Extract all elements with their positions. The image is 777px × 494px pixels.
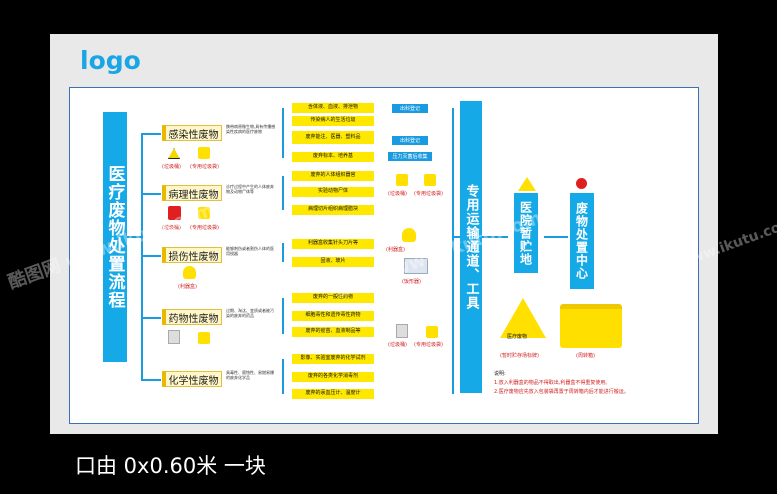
item-trunk	[282, 108, 284, 158]
right-trunk	[452, 108, 454, 394]
waste-item: 病理切片组织病理腊块	[292, 205, 374, 215]
item-label: (利器盒)	[178, 284, 197, 290]
note-line: 1.放入利器盒的物品不得取出,利器盒不得重复使用。	[494, 380, 611, 386]
left-connector	[127, 236, 141, 238]
arrow-to-storage	[482, 236, 508, 238]
item-label: (专用垃圾袋)	[414, 191, 443, 197]
right-connector	[452, 236, 460, 238]
waste-item: 细胞毒性和遗传毒性药物	[292, 311, 374, 321]
branch-line	[141, 255, 161, 257]
waste-item: 利器盒收集针头刀片等	[292, 239, 374, 249]
yellow-bag-icon	[426, 326, 438, 338]
white-bin-icon	[396, 324, 408, 338]
category-desc: 携带病原微生物,具有传播感染性疾病的医疗废物	[226, 124, 276, 135]
left-trunk	[141, 133, 143, 381]
action-badge: 压力灭菌后收集	[388, 152, 432, 161]
arrow-to-disposal	[544, 236, 568, 238]
note-line: 2.医疗废物应先放入包装袋再置于周转箱内后才能进行搬运。	[494, 389, 629, 395]
category-desc: 诊疗过程中产生的人体废弃物及动物尸体等	[226, 184, 274, 195]
sharps-box-icon	[183, 266, 196, 279]
item-label: (专用垃圾袋)	[190, 164, 219, 170]
item-label: (利器盒)	[386, 247, 405, 253]
sign-label: (暂时贮存场标牌)	[500, 353, 539, 359]
waste-item: 影像、实验室废弃的化学试剂	[292, 354, 374, 364]
item-label: (垃圾桶)	[162, 164, 181, 170]
item-label: (专用垃圾袋)	[414, 342, 443, 348]
item-label: (垃圾桶)	[388, 191, 407, 197]
category-pharmaceutical: 药物性废物	[162, 309, 222, 325]
yellow-bag-icon	[424, 174, 436, 186]
red-bin-icon	[168, 206, 181, 220]
waste-item: 废弃的一般性药物	[292, 293, 374, 303]
category-infectious: 感染性废物	[162, 125, 222, 141]
branch-line	[141, 379, 161, 381]
yellow-bin-icon	[396, 174, 408, 186]
sign-text: 医疗废物	[507, 334, 528, 340]
yellow-bag-icon	[198, 332, 210, 344]
action-badge: 出科登记	[392, 104, 428, 113]
size-caption: 口由 0x0.60米 一块	[75, 454, 266, 478]
flow-title: 医疗废物处置流程	[103, 112, 127, 362]
waste-item: 废弃能注、医器、塑料品	[292, 131, 374, 144]
waste-item: 传染病人的生活垃圾	[292, 116, 374, 126]
transport-column: 专用运输通道、工具	[460, 101, 482, 393]
biohazard-icon	[574, 176, 589, 191]
waste-item: 固液、玻片	[292, 257, 374, 267]
item-label: (饭形器)	[402, 279, 421, 285]
item-label: (专用垃圾袋)	[190, 225, 219, 231]
branch-line	[141, 193, 161, 195]
waste-item: 废弃的各类化学消毒剂	[292, 372, 374, 382]
category-desc: 具毒性、腐蚀性、易燃易爆的废弃化学品	[226, 370, 274, 381]
turnover-box-icon	[560, 304, 622, 348]
action-badge: 出科登记	[392, 136, 428, 145]
tray-icon	[404, 258, 428, 274]
branch-line	[141, 317, 161, 319]
logo: logo	[80, 46, 141, 75]
item-label: (垃圾桶)	[388, 342, 407, 348]
waste-item: 废弃的汞血压计、温度计	[292, 389, 374, 399]
waste-item: 废弃标本、培养基	[292, 152, 374, 162]
category-desc: 过期、淘汰、变质或者被污染的废弃的药品	[226, 308, 274, 319]
item-trunk	[282, 243, 284, 262]
item-trunk	[282, 359, 284, 394]
yellow-bag-icon	[198, 207, 210, 219]
disposal-center: 废物处置中心	[570, 193, 594, 289]
sharps-box-icon	[402, 228, 416, 242]
category-chemical: 化学性废物	[162, 371, 222, 387]
category-sharps: 损伤性废物	[162, 247, 222, 263]
bin-label: (周转箱)	[576, 353, 595, 359]
hospital-storage: 医院暂贮地	[514, 193, 538, 273]
yellow-bag-icon	[198, 147, 210, 159]
category-desc: 能够刺伤或者割伤人体的医用锐器	[226, 246, 274, 257]
waste-item: 废弃的人体组织器官	[292, 171, 374, 181]
branch-line	[141, 133, 161, 135]
waste-item: 废弃的疫苗、血液制品等	[292, 327, 374, 337]
waste-item: 含体液、血液、排泄物	[292, 103, 374, 113]
item-trunk	[282, 298, 284, 334]
white-bin-icon	[168, 330, 180, 344]
note-title: 说明:	[494, 371, 506, 377]
item-trunk	[282, 176, 284, 210]
waste-item: 实验动物尸体	[292, 187, 374, 197]
category-pathological: 病理性废物	[162, 185, 222, 201]
item-label: (垃圾桶)	[162, 225, 181, 231]
